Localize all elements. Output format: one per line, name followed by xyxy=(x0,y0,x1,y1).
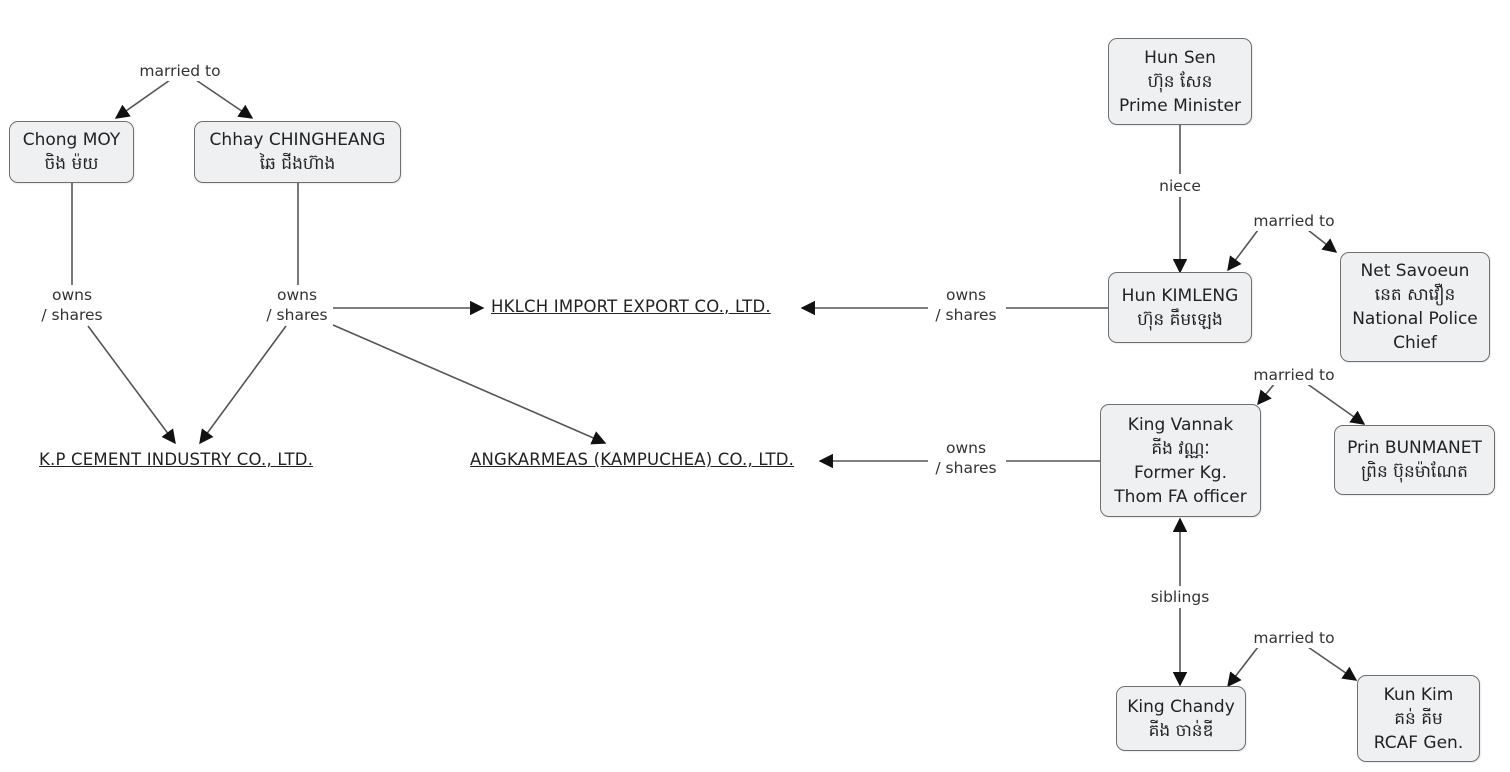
edge-married-chandy xyxy=(1227,646,1259,688)
node-name: Hun Sen xyxy=(1144,47,1216,68)
label-owns-shares-kimleng: owns / shares xyxy=(933,285,999,325)
edge-moy-owns-kp xyxy=(87,325,176,445)
company-angkarmeas[interactable]: ANGKARMEAS (KAMPUCHEA) CO., LTD. xyxy=(470,450,795,469)
node-role: Prime Minister xyxy=(1119,95,1241,116)
edge-married-vannak xyxy=(1257,382,1276,406)
label-shares: / shares xyxy=(266,306,328,324)
node-name: Chong MOY xyxy=(22,130,121,150)
label-married-to: married to xyxy=(137,61,223,81)
node-khmer-name: ព្រិន ប៊ុនម៉ាណែត xyxy=(1361,462,1468,482)
node-king-vannak[interactable]: King Vannak គីង វណ្ណៈ Former Kg. Thom FA… xyxy=(1100,404,1261,517)
edge-chhay-owns-angkarmeas xyxy=(332,324,607,445)
label-married-to: married to xyxy=(1251,365,1337,385)
edge-married-kimleng xyxy=(1227,229,1259,272)
label-niece: niece xyxy=(1157,176,1203,196)
label-owns-shares-chhay: owns / shares xyxy=(264,285,330,325)
label-owns: owns xyxy=(276,286,318,304)
node-khmer-name: ហ៊ុន សែន xyxy=(1147,71,1213,92)
node-khmer-name: គីង វណ្ណៈ xyxy=(1151,438,1210,459)
label-owns-shares-moy: owns / shares xyxy=(39,285,105,325)
edge-married-chingheang xyxy=(195,79,254,119)
node-role: Thom FA officer xyxy=(1114,486,1247,507)
node-name: Chhay CHINGHEANG xyxy=(209,130,386,150)
node-prin-bunmanet[interactable]: Prin BUNMANET ព្រិន ប៊ុនម៉ាណែត xyxy=(1334,425,1495,495)
edge-married-prin xyxy=(1305,382,1366,425)
label-shares: / shares xyxy=(41,306,103,324)
label-owns: owns xyxy=(945,439,987,457)
node-chhay-chingheang[interactable]: Chhay CHINGHEANG ឆៃ ជីងហ៊ាង xyxy=(194,121,401,183)
company-kp-cement[interactable]: K.P CEMENT INDUSTRY CO., LTD. xyxy=(39,450,314,469)
node-name: Hun KIMLENG xyxy=(1121,285,1239,306)
node-name: Prin BUNMANET xyxy=(1347,438,1482,458)
node-name: Kun Kim xyxy=(1383,684,1454,705)
company-hklch[interactable]: HKLCH IMPORT EXPORT CO., LTD. xyxy=(491,297,771,316)
node-khmer-name: ចិង ម៉យ xyxy=(44,154,99,174)
node-khmer-name: ឆៃ ជីងហ៊ាង xyxy=(259,154,336,174)
node-khmer-name: គន់ គីម xyxy=(1394,708,1443,729)
node-role: RCAF Gen. xyxy=(1373,732,1464,753)
node-name: King Chandy xyxy=(1127,696,1235,717)
edge-married-kunkim xyxy=(1307,646,1358,681)
node-name: Net Savoeun xyxy=(1360,261,1470,281)
node-role: Chief xyxy=(1393,333,1437,353)
label-siblings: siblings xyxy=(1148,587,1212,607)
node-khmer-name: គីង ចាន់ឌី xyxy=(1148,720,1214,741)
label-married-to: married to xyxy=(1251,628,1337,648)
label-married-to: married to xyxy=(1251,211,1337,231)
node-name: King Vannak xyxy=(1127,414,1234,435)
edge-married-moy xyxy=(114,79,171,119)
node-khmer-name: ហ៊ុន គឹមឡេង xyxy=(1137,309,1223,330)
label-owns: owns xyxy=(945,286,987,304)
edge-chhay-owns-kp xyxy=(199,325,287,445)
node-kun-kim[interactable]: Kun Kim គន់ គីម RCAF Gen. xyxy=(1357,675,1480,762)
node-role: National Police xyxy=(1352,309,1478,329)
node-hun-kimleng[interactable]: Hun KIMLENG ហ៊ុន គឹមឡេង xyxy=(1108,272,1252,343)
label-owns: owns xyxy=(51,286,93,304)
node-chong-moy[interactable]: Chong MOY ចិង ម៉យ xyxy=(9,121,134,183)
label-shares: / shares xyxy=(935,306,997,324)
node-khmer-name: នេត សាវឿន xyxy=(1374,285,1456,305)
label-shares: / shares xyxy=(935,459,997,477)
node-role: Former Kg. xyxy=(1133,462,1228,483)
label-owns-shares-vannak: owns / shares xyxy=(933,438,999,478)
node-hun-sen[interactable]: Hun Sen ហ៊ុន សែន Prime Minister xyxy=(1108,38,1252,125)
edge-married-savoeun xyxy=(1307,229,1338,253)
node-king-chandy[interactable]: King Chandy គីង ចាន់ឌី xyxy=(1116,686,1246,751)
node-net-savoeun[interactable]: Net Savoeun នេត សាវឿន National Police Ch… xyxy=(1340,252,1490,362)
